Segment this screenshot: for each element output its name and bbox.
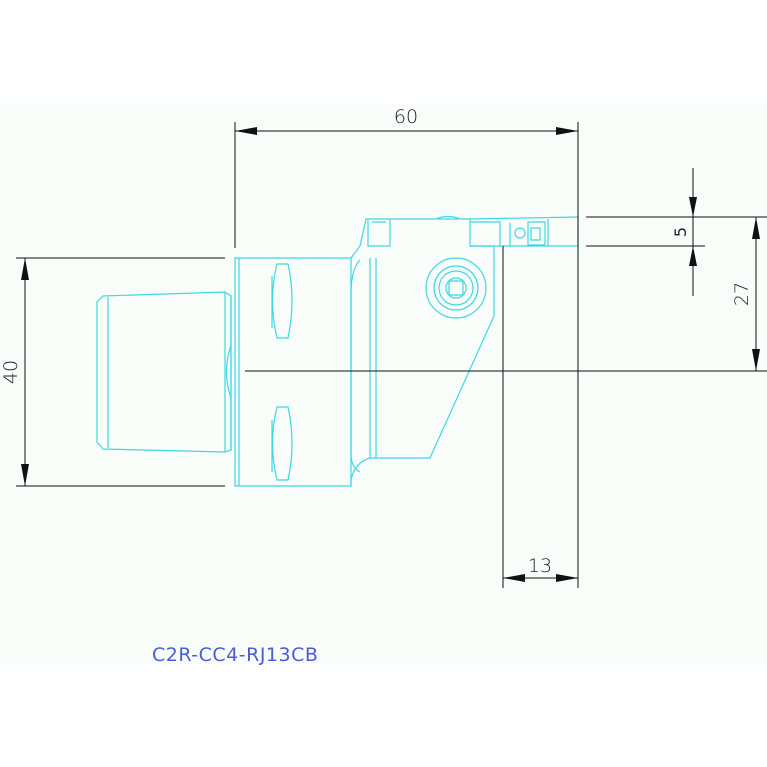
key-slot-lower xyxy=(271,406,293,481)
drawing-background xyxy=(0,104,767,664)
main-block xyxy=(234,257,352,487)
key-slot-upper xyxy=(271,263,293,339)
dimension-width-label: 5 xyxy=(671,227,690,237)
clamp-screw xyxy=(425,257,487,319)
dimension-reach-label: 13 xyxy=(528,555,552,577)
dimension-length-label: 60 xyxy=(394,106,418,128)
dimension-lines xyxy=(16,122,767,588)
dimension-offset-label: 27 xyxy=(731,282,753,306)
clamp-head xyxy=(350,218,495,486)
insert-head xyxy=(469,216,579,247)
tool-holder-outline xyxy=(96,215,579,487)
shank-body xyxy=(96,291,226,453)
model-code-label: C2R-CC4-RJ13CB xyxy=(152,644,318,666)
dimension-height-label: 40 xyxy=(0,360,22,384)
